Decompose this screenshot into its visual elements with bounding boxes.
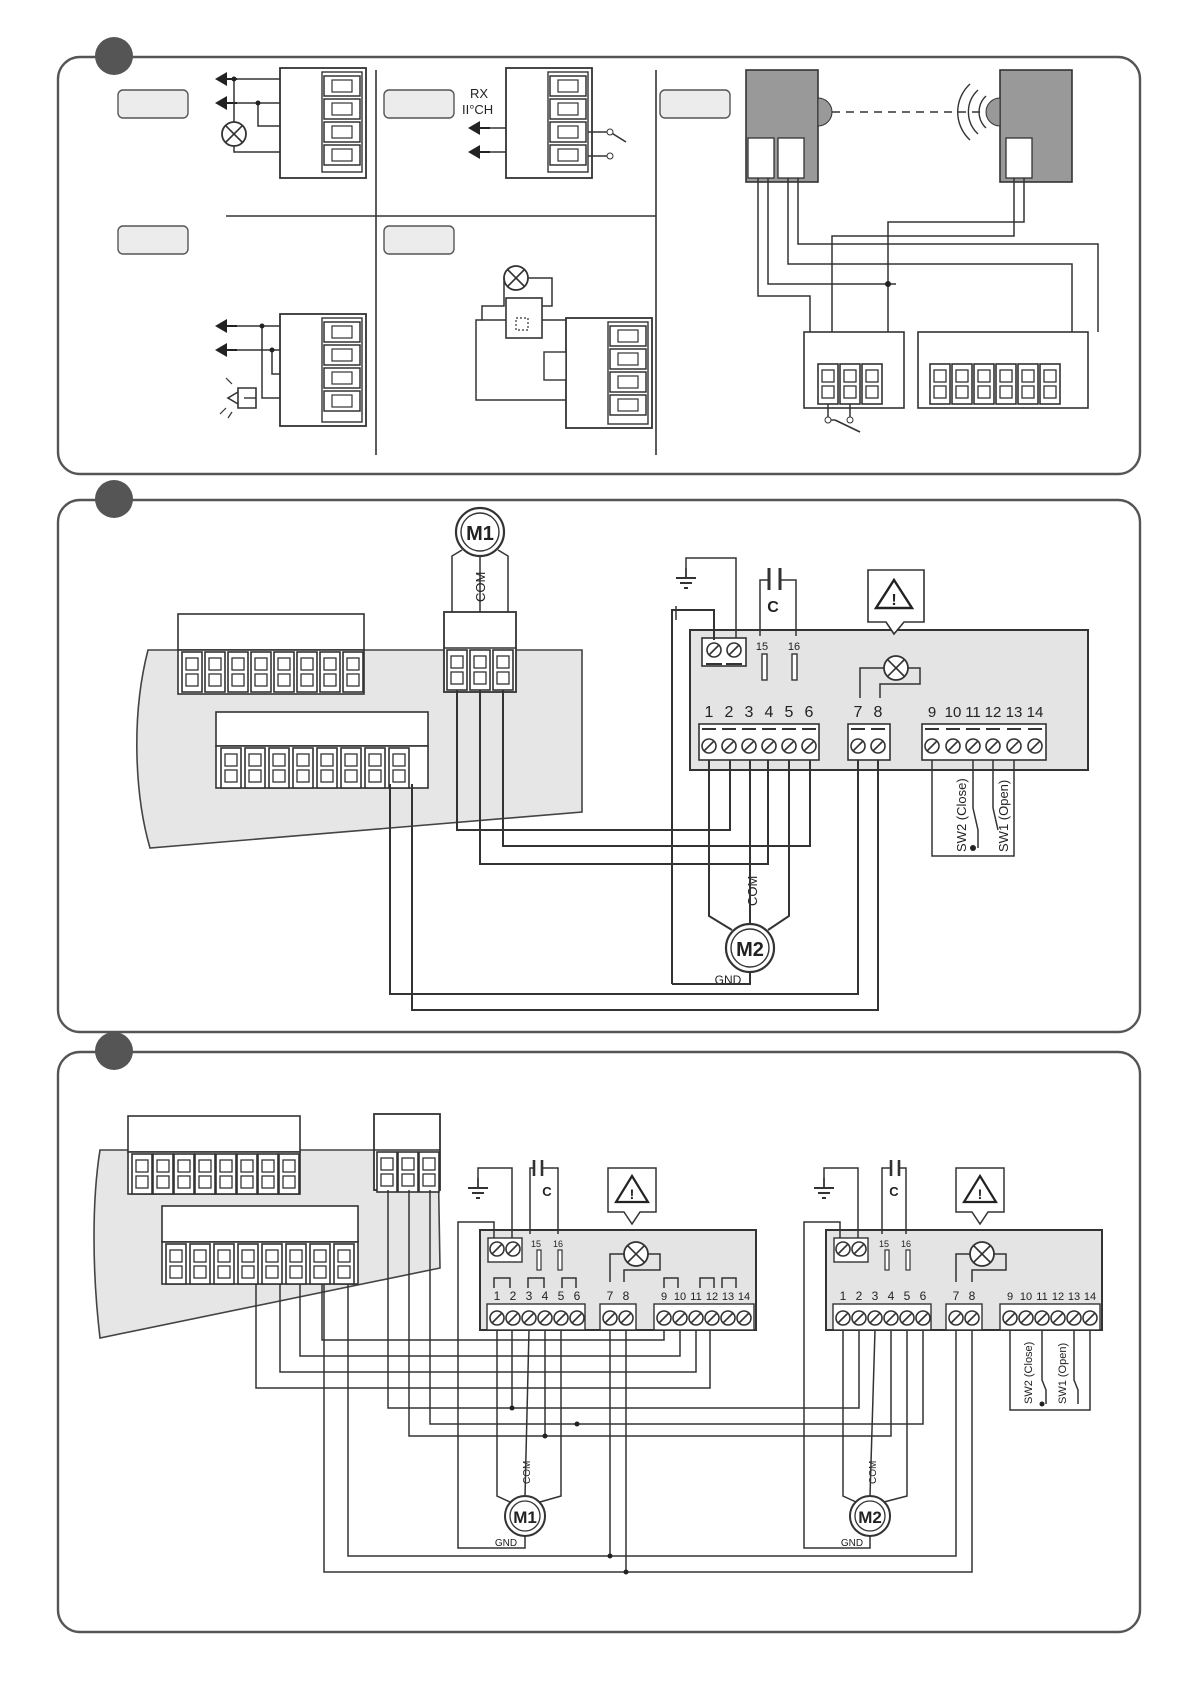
board-terminals-top [128, 1152, 300, 1194]
terminal-label: 16 [553, 1239, 563, 1249]
capacitor-label: C [542, 1184, 552, 1199]
svg-text:8: 8 [874, 704, 883, 721]
switch-label-open: SW1 (Open) [1057, 1343, 1069, 1404]
com-label-m2: COM [745, 876, 760, 906]
terminal-label: 16 [901, 1239, 911, 1249]
label-box [118, 226, 188, 254]
svg-text:8: 8 [623, 1289, 630, 1303]
svg-text:11: 11 [965, 704, 981, 721]
com-label-m1: COM [473, 572, 488, 602]
svg-text:5: 5 [785, 704, 794, 721]
capacitor-label: C [767, 599, 779, 616]
svg-text:11: 11 [1036, 1291, 1047, 1303]
screw-row-c [922, 724, 1046, 760]
label-box [384, 226, 454, 254]
svg-text:7: 7 [953, 1289, 960, 1303]
svg-text:13: 13 [722, 1291, 734, 1303]
svg-text:3: 3 [745, 704, 754, 721]
svg-text:11: 11 [690, 1291, 701, 1303]
svg-text:7: 7 [607, 1289, 614, 1303]
motor-terminal-block [374, 1114, 440, 1192]
svg-text:14: 14 [1027, 704, 1044, 721]
terminal-label: 16 [788, 641, 800, 653]
com-label-m2: COM [868, 1461, 879, 1484]
motor-m2-label: M2 [736, 939, 764, 961]
svg-text:4: 4 [888, 1289, 895, 1303]
svg-text:14: 14 [1084, 1291, 1096, 1303]
section-2: M1 COM C 15 16 ! [58, 480, 1140, 1032]
svg-text:14: 14 [738, 1291, 750, 1303]
svg-text:13: 13 [1006, 704, 1023, 721]
svg-text:7: 7 [854, 704, 863, 721]
label-box [660, 90, 730, 118]
svg-text:10: 10 [674, 1291, 686, 1303]
terminal-label: 15 [879, 1239, 889, 1249]
svg-text:9: 9 [661, 1291, 667, 1303]
lamp-icon [222, 122, 246, 146]
warning-icon: ! [891, 592, 896, 609]
svg-text:3: 3 [872, 1289, 879, 1303]
section-1: RX II°CH [58, 37, 1140, 474]
motor-m1-label: M1 [513, 1508, 537, 1527]
terminal-numbers-c: 9 10 11 12 13 14 [928, 704, 1044, 721]
motor-terminal-block [444, 612, 516, 692]
capacitor-label: C [889, 1184, 899, 1199]
motor-m1: M1 [456, 508, 504, 556]
terminal-label: 15 [756, 641, 768, 653]
svg-text:12: 12 [1052, 1291, 1064, 1303]
svg-text:1: 1 [705, 704, 714, 721]
section-3: C 15 16 ! 1 2 3 4 5 6 [58, 1032, 1140, 1632]
lamp-icon [624, 1242, 648, 1266]
svg-text:4: 4 [765, 704, 774, 721]
svg-text:6: 6 [805, 704, 814, 721]
svg-text:10: 10 [1020, 1291, 1032, 1303]
motor-m2-label: M2 [858, 1508, 882, 1527]
svg-text:3: 3 [526, 1289, 533, 1303]
warning-icon: ! [630, 1186, 635, 1202]
svg-text:9: 9 [1007, 1291, 1013, 1303]
board-terminals-top [178, 650, 364, 694]
screw-row-a [699, 724, 819, 760]
com-label-m1: COM [522, 1461, 533, 1484]
svg-text:12: 12 [706, 1291, 718, 1303]
lamp-icon [504, 266, 528, 290]
svg-text:9: 9 [928, 704, 936, 721]
svg-text:6: 6 [920, 1289, 927, 1303]
rx-label: RX [470, 86, 488, 101]
section-2-badge [95, 480, 133, 518]
board-terminals-bottom [162, 1242, 358, 1284]
switch-label-close: SW2 (Close) [1023, 1342, 1035, 1404]
svg-text:1: 1 [840, 1289, 847, 1303]
label-box [118, 90, 188, 118]
svg-text:2: 2 [725, 704, 734, 721]
warning-icon: ! [978, 1186, 983, 1202]
terminal-row [818, 364, 1060, 404]
board-terminals-bottom [216, 746, 428, 788]
svg-text:12: 12 [985, 704, 1002, 721]
svg-text:5: 5 [558, 1289, 565, 1303]
section-1-badge [95, 37, 133, 75]
lamp-icon [884, 656, 908, 680]
svg-text:8: 8 [969, 1289, 976, 1303]
section-3-badge [95, 1032, 133, 1070]
screw-row-b [848, 724, 890, 760]
motor-m1-label: M1 [466, 523, 494, 545]
svg-text:10: 10 [945, 704, 962, 721]
svg-text:2: 2 [510, 1289, 517, 1303]
svg-text:13: 13 [1068, 1291, 1080, 1303]
svg-text:5: 5 [904, 1289, 911, 1303]
svg-text:4: 4 [542, 1289, 549, 1303]
label-box [384, 90, 454, 118]
svg-text:6: 6 [574, 1289, 581, 1303]
lamp-icon [970, 1242, 994, 1266]
switch-label-open: SW1 (Open) [996, 780, 1011, 852]
svg-text:1: 1 [494, 1289, 501, 1303]
terminal-label: 15 [531, 1239, 541, 1249]
channel-label: II°CH [462, 102, 493, 117]
svg-text:2: 2 [856, 1289, 863, 1303]
switch-label-close: SW2 (Close) [954, 778, 969, 852]
